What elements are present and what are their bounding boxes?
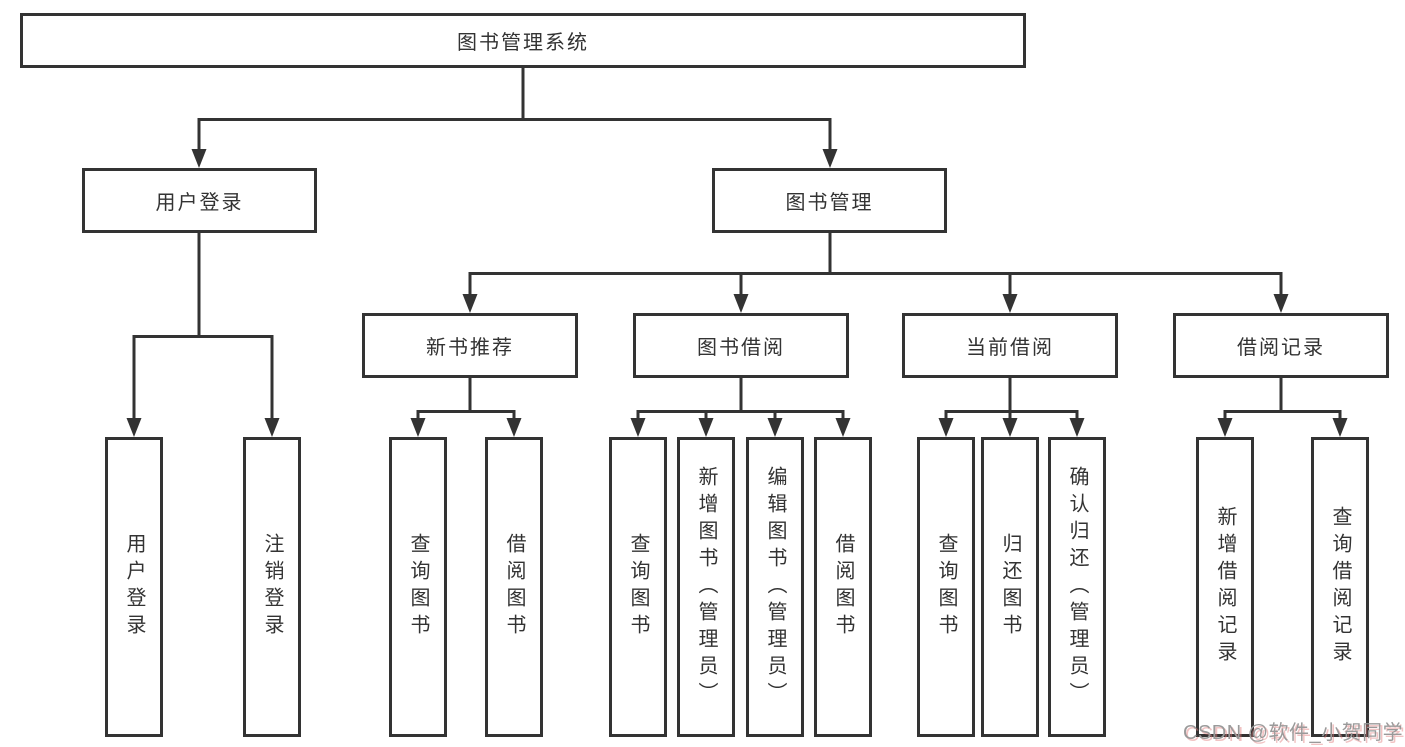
- leaf-query-borrow-record: 查询借阅记录: [1311, 437, 1369, 737]
- node-label: 新增图书（管理员）: [695, 465, 717, 709]
- arrowhead-icon: [698, 418, 714, 437]
- leaf-query-books-current: 查询图书: [917, 437, 975, 737]
- node-label: 借阅图书: [503, 533, 525, 641]
- connector-root-to-level2: [197, 68, 832, 152]
- node-book-management: 图书管理: [712, 168, 947, 233]
- leaf-return-books: 归还图书: [981, 437, 1039, 737]
- leaf-add-books-admin: 新增图书（管理员）: [677, 437, 735, 737]
- node-label: 查询图书: [627, 533, 649, 641]
- connector-new-book-recommend-to-children: [416, 378, 516, 421]
- connector-book-management-to-level3: [468, 233, 1283, 297]
- connector-user-login-to-children: [132, 233, 274, 421]
- node-label: 用户登录: [123, 533, 145, 641]
- arrowhead-icon: [126, 418, 142, 437]
- arrowhead-icon: [264, 418, 280, 437]
- leaf-query-books-borrow: 查询图书: [609, 437, 667, 737]
- arrowhead-icon: [191, 149, 207, 168]
- node-label: 查询图书: [407, 533, 429, 641]
- node-label: 图书管理: [785, 192, 874, 214]
- node-label: 当前借阅: [966, 337, 1054, 359]
- node-label: 借阅图书: [832, 533, 854, 641]
- connector-current-borrow-to-children: [944, 378, 1079, 421]
- node-label: 图书管理系统: [457, 32, 589, 54]
- leaf-logout: 注销登录: [243, 437, 301, 737]
- arrowhead-icon: [1002, 418, 1018, 437]
- leaf-borrow-books: 借阅图书: [814, 437, 872, 737]
- node-label: 借阅记录: [1237, 337, 1325, 359]
- node-new-book-recommend: 新书推荐: [362, 313, 578, 378]
- node-label: 用户登录: [155, 192, 244, 214]
- connector-borrow-records-to-children: [1223, 378, 1342, 421]
- node-user-login: 用户登录: [82, 168, 317, 233]
- arrowhead-icon: [733, 294, 749, 313]
- arrowhead-icon: [1217, 418, 1233, 437]
- arrowhead-icon: [506, 418, 522, 437]
- node-label: 注销登录: [261, 533, 283, 641]
- arrowhead-icon: [630, 418, 646, 437]
- arrowhead-icon: [822, 149, 838, 168]
- node-current-borrow: 当前借阅: [902, 313, 1118, 378]
- csdn-watermark: CSDN @软件_小贺同学: [1183, 722, 1404, 744]
- arrowhead-icon: [1273, 294, 1289, 313]
- node-label: 图书借阅: [697, 337, 785, 359]
- arrowheads: [126, 149, 1348, 437]
- leaf-edit-books-admin: 编辑图书（管理员）: [746, 437, 804, 737]
- arrowhead-icon: [767, 418, 783, 437]
- node-library-system-root: 图书管理系统: [20, 13, 1026, 68]
- node-label: 新增借阅记录: [1214, 506, 1236, 668]
- node-label: 新书推荐: [426, 337, 514, 359]
- leaf-user-login: 用户登录: [105, 437, 163, 737]
- leaf-borrow-books-recommend: 借阅图书: [485, 437, 543, 737]
- arrowhead-icon: [462, 294, 478, 313]
- leaf-query-books-recommend: 查询图书: [389, 437, 447, 737]
- arrowhead-icon: [835, 418, 851, 437]
- arrowhead-icon: [410, 418, 426, 437]
- arrowhead-icon: [1069, 418, 1085, 437]
- arrowhead-icon: [1002, 294, 1018, 313]
- node-label: 编辑图书（管理员）: [764, 465, 786, 709]
- node-label: 查询借阅记录: [1329, 506, 1351, 668]
- connector-book-borrow-to-children: [636, 378, 845, 421]
- leaf-confirm-return-admin: 确认归还（管理员）: [1048, 437, 1106, 737]
- node-label: 确认归还（管理员）: [1066, 465, 1088, 709]
- arrowhead-icon: [1332, 418, 1348, 437]
- node-borrow-records: 借阅记录: [1173, 313, 1389, 378]
- node-book-borrow: 图书借阅: [633, 313, 849, 378]
- arrowhead-icon: [938, 418, 954, 437]
- leaf-add-borrow-record: 新增借阅记录: [1196, 437, 1254, 737]
- node-label: 归还图书: [999, 533, 1021, 641]
- node-label: 查询图书: [935, 533, 957, 641]
